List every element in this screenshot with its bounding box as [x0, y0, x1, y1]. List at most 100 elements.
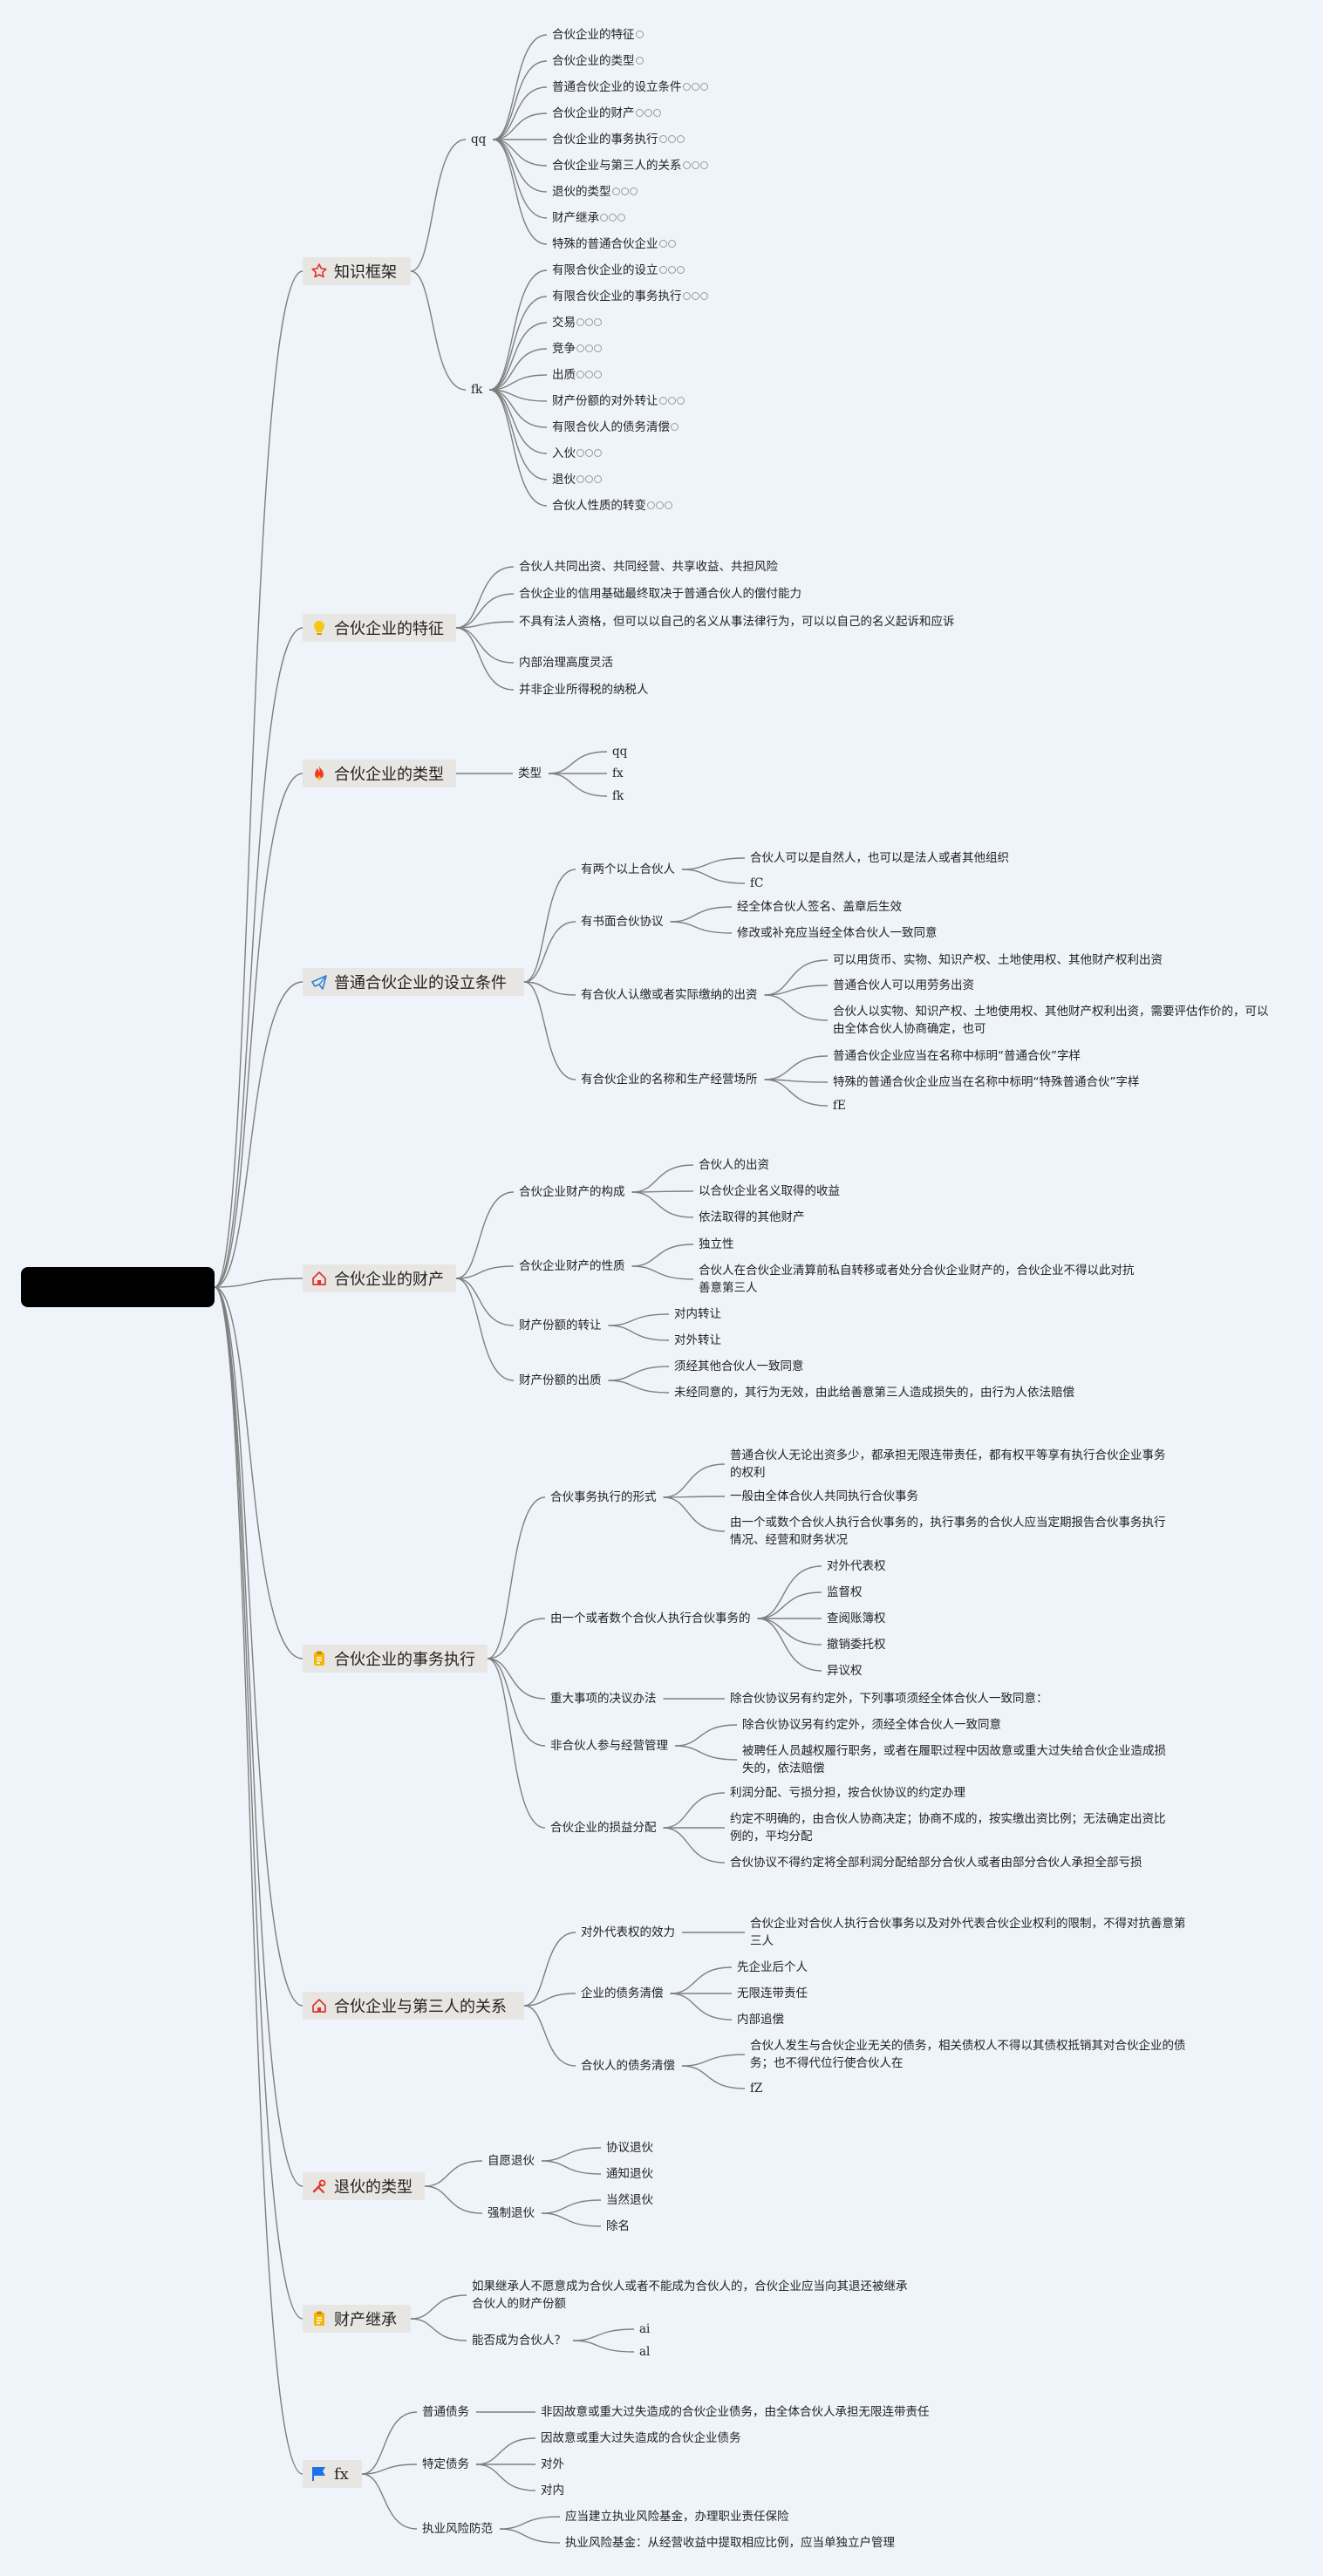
- branch-node[interactable]: 强制退伙: [488, 2205, 535, 2222]
- branch-node[interactable]: 类型: [518, 765, 542, 782]
- leaf-node[interactable]: 不具有法人资格，但可以以自己的名义从事法律行为，可以以自己的名义起诉和应诉: [519, 613, 955, 630]
- leaf-node[interactable]: 合伙企业的信用基础最终取决于普通合伙人的偿付能力: [519, 585, 801, 603]
- leaf-node[interactable]: 合伙人以实物、知识产权、土地使用权、其他财产权利出资，需要评估作价的，可以由全体…: [833, 1003, 1269, 1038]
- leaf-node[interactable]: 合伙协议不得约定将全部利润分配给部分合伙人或者由部分合伙人承担全部亏损: [730, 1854, 1142, 1871]
- leaf-node[interactable]: 合伙人在合伙企业清算前私自转移或者处分合伙企业财产的，合伙企业不得以此对抗善意第…: [699, 1262, 1135, 1297]
- leaf-node[interactable]: fk: [612, 787, 624, 805]
- leaf-node[interactable]: 监督权: [827, 1584, 863, 1601]
- topic-0[interactable]: 知识框架: [303, 257, 411, 285]
- branch-node[interactable]: 有两个以上合伙人: [581, 861, 675, 878]
- topic-1[interactable]: 合伙企业的特征: [303, 614, 456, 642]
- leaf-node[interactable]: 除合伙协议另有约定外，须经全体合伙人一致同意: [742, 1716, 1001, 1734]
- leaf-node[interactable]: 合伙人的出资: [699, 1156, 769, 1174]
- leaf-node[interactable]: 退伙: [552, 471, 602, 488]
- leaf-node[interactable]: 财产继承: [552, 209, 625, 227]
- leaf-node[interactable]: 因故意或重大过失造成的合伙企业债务: [541, 2429, 741, 2447]
- leaf-node[interactable]: 非因故意或重大过失造成的合伙企业债务，由全体合伙人承担无限连带责任: [541, 2403, 930, 2421]
- leaf-node[interactable]: 由一个或数个合伙人执行合伙事务的，执行事务的合伙人应当定期报告合伙事务执行情况、…: [730, 1514, 1175, 1549]
- leaf-node[interactable]: 对外转让: [674, 1332, 721, 1349]
- branch-node[interactable]: 特定债务: [422, 2456, 469, 2473]
- leaf-node[interactable]: 执业风险基金：从经营收益中提取相应比例，应当单独立户管理: [565, 2534, 895, 2552]
- leaf-node[interactable]: 被聘任人员越权履行职务，或者在履职过程中因故意或重大过失给合伙企业造成损失的，依…: [742, 1742, 1170, 1777]
- topic-6[interactable]: 合伙企业与第三人的关系: [303, 1992, 524, 2020]
- branch-node[interactable]: 普通债务: [422, 2403, 469, 2421]
- branch-node[interactable]: 有合伙人认缴或者实际缴纳的出资: [581, 986, 758, 1004]
- leaf-node[interactable]: 经全体合伙人签名、盖章后生效: [737, 898, 902, 916]
- branch-node[interactable]: 企业的债务清偿: [581, 1985, 664, 2002]
- leaf-node[interactable]: 并非企业所得税的纳税人: [519, 681, 649, 699]
- leaf-node[interactable]: 无限连带责任: [737, 1985, 808, 2002]
- leaf-node[interactable]: 须经其他合伙人一致同意: [674, 1358, 804, 1375]
- leaf-node[interactable]: 普通合伙企业应当在名称中标明“普通合伙”字样: [833, 1047, 1081, 1065]
- branch-node[interactable]: 自愿退伙: [488, 2152, 535, 2170]
- branch-node[interactable]: 合伙企业的损益分配: [550, 1819, 657, 1837]
- leaf-node[interactable]: 合伙企业的财产: [552, 105, 661, 122]
- leaf-node[interactable]: 一般由全体合伙人共同执行合伙事务: [730, 1488, 918, 1505]
- leaf-node[interactable]: 合伙人发生与合伙企业无关的债务，相关债权人不得以其债权抵销其对合伙企业的债务；也…: [750, 2037, 1186, 2072]
- topic-3[interactable]: 普通合伙企业的设立条件: [303, 968, 524, 996]
- branch-node[interactable]: 执业风险防范: [422, 2520, 493, 2538]
- leaf-node[interactable]: fC: [750, 875, 763, 892]
- leaf-node[interactable]: 内部治理高度灵活: [519, 654, 613, 671]
- leaf-node[interactable]: 交易: [552, 314, 602, 331]
- branch-node[interactable]: 由一个或者数个合伙人执行合伙事务的: [550, 1610, 751, 1627]
- leaf-node[interactable]: 对外: [541, 2456, 564, 2473]
- leaf-node[interactable]: 先企业后个人: [737, 1959, 808, 1976]
- leaf-node[interactable]: 内部追偿: [737, 2011, 784, 2028]
- branch-node[interactable]: 财产份额的出质: [519, 1372, 602, 1389]
- leaf-node[interactable]: 合伙企业的特征: [552, 26, 644, 44]
- leaf-node[interactable]: 除合伙协议另有约定外，下列事项须经全体合伙人一致同意：: [730, 1690, 1048, 1707]
- leaf-node[interactable]: fZ: [750, 2080, 762, 2097]
- leaf-node[interactable]: 合伙人共同出资、共同经营、共享收益、共担风险: [519, 558, 778, 576]
- branch-node[interactable]: 能否成为合伙人？: [472, 2332, 566, 2349]
- leaf-node[interactable]: 除名: [606, 2218, 630, 2235]
- branch-node[interactable]: 合伙事务执行的形式: [550, 1489, 657, 1506]
- leaf-node[interactable]: 协议退伙: [606, 2139, 653, 2157]
- leaf-node[interactable]: 特殊的普通合伙企业: [552, 235, 676, 253]
- leaf-node[interactable]: 如果继承人不愿意成为合伙人或者不能成为合伙人的，合伙企业应当向其退还被继承合伙人…: [472, 2278, 908, 2313]
- leaf-node[interactable]: 合伙人可以是自然人，也可以是法人或者其他组织: [750, 849, 1009, 867]
- leaf-node[interactable]: 特殊的普通合伙企业应当在名称中标明“特殊普通合伙”字样: [833, 1073, 1140, 1091]
- leaf-node[interactable]: 合伙人性质的转变: [552, 497, 672, 515]
- leaf-node[interactable]: 利润分配、亏损分担，按合伙协议的约定办理: [730, 1784, 965, 1802]
- branch-node[interactable]: fk: [471, 381, 482, 399]
- leaf-node[interactable]: 约定不明确的，由合伙人协商决定；协商不成的，按实缴出资比例；无法确定出资比例的，…: [730, 1810, 1166, 1845]
- branch-node[interactable]: 对外代表权的效力: [581, 1924, 675, 1941]
- leaf-node[interactable]: fE: [833, 1097, 846, 1114]
- leaf-node[interactable]: 应当建立执业风险基金，办理职业责任保险: [565, 2508, 789, 2525]
- leaf-node[interactable]: 当然退伙: [606, 2191, 653, 2209]
- leaf-node[interactable]: 有限合伙人的债务清偿: [552, 419, 679, 436]
- topic-5[interactable]: 合伙企业的事务执行: [303, 1645, 488, 1673]
- leaf-node[interactable]: 通知退伙: [606, 2165, 653, 2183]
- leaf-node[interactable]: 依法取得的其他财产: [699, 1209, 805, 1226]
- branch-node[interactable]: 有书面合伙协议: [581, 913, 664, 930]
- leaf-node[interactable]: fx: [612, 765, 624, 782]
- leaf-node[interactable]: al: [639, 2343, 650, 2361]
- leaf-node[interactable]: 对外代表权: [827, 1557, 886, 1575]
- leaf-node[interactable]: ai: [639, 2320, 650, 2338]
- leaf-node[interactable]: 未经同意的，其行为无效，由此给善意第三人造成损失的，由行为人依法赔偿: [674, 1384, 1074, 1401]
- leaf-node[interactable]: 独立性: [699, 1236, 734, 1253]
- branch-node[interactable]: 合伙企业财产的构成: [519, 1183, 625, 1201]
- leaf-node[interactable]: 竞争: [552, 340, 602, 358]
- topic-4[interactable]: 合伙企业的财产: [303, 1264, 456, 1292]
- leaf-node[interactable]: 可以用货币、实物、知识产权、土地使用权、其他财产权利出资: [833, 951, 1163, 969]
- leaf-node[interactable]: 普通合伙人可以用劳务出资: [833, 977, 974, 994]
- branch-node[interactable]: 重大事项的决议办法: [550, 1690, 657, 1707]
- topic-7[interactable]: 退伙的类型: [303, 2172, 425, 2200]
- root-node[interactable]: [21, 1267, 215, 1307]
- leaf-node[interactable]: 对内: [541, 2482, 564, 2499]
- leaf-node[interactable]: 异议权: [827, 1662, 863, 1680]
- leaf-node[interactable]: 普通合伙人无论出资多少，都承担无限连带责任，都有权平等享有执行合伙企业事务的权利: [730, 1447, 1175, 1482]
- leaf-node[interactable]: 普通合伙企业的设立条件: [552, 78, 708, 96]
- branch-node[interactable]: 财产份额的转让: [519, 1317, 602, 1334]
- topic-8[interactable]: 财产继承: [303, 2305, 411, 2333]
- branch-node[interactable]: 有合伙企业的名称和生产经营场所: [581, 1071, 758, 1088]
- leaf-node[interactable]: 查阅账簿权: [827, 1610, 886, 1627]
- branch-node[interactable]: 合伙人的债务清偿: [581, 2057, 675, 2075]
- leaf-node[interactable]: 退伙的类型: [552, 183, 638, 201]
- leaf-node[interactable]: 对内转让: [674, 1305, 721, 1323]
- topic-2[interactable]: 合伙企业的类型: [303, 760, 456, 787]
- leaf-node[interactable]: 合伙企业的类型: [552, 52, 644, 70]
- branch-node[interactable]: qq: [471, 131, 486, 148]
